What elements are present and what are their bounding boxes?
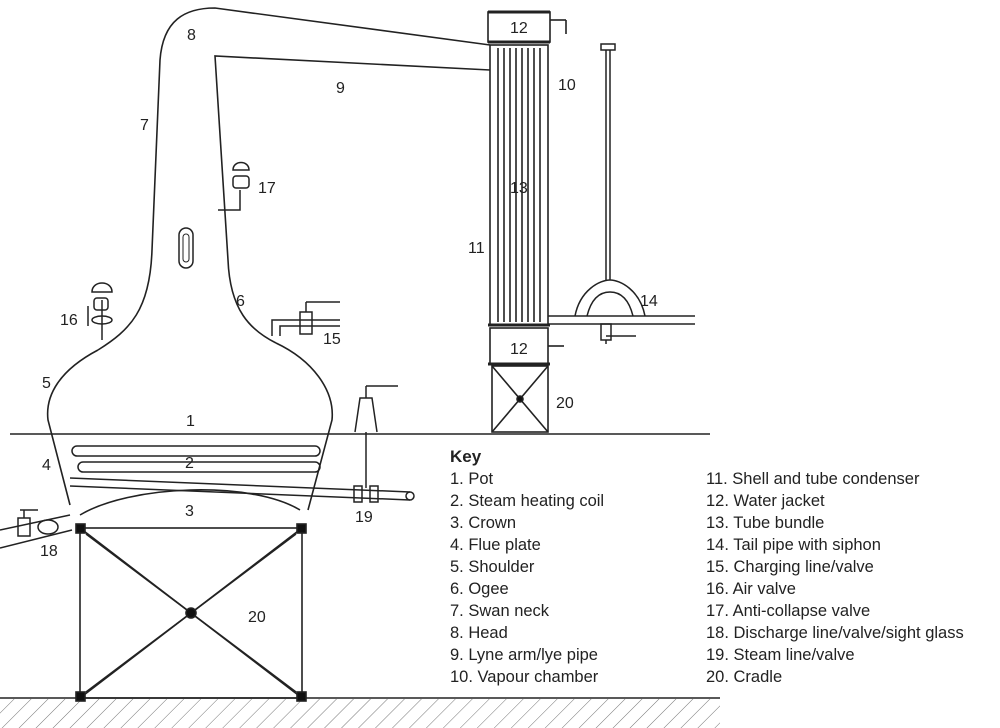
air-valve <box>87 282 113 340</box>
key-item-11: 11. Shell and tube condenser <box>706 470 920 488</box>
key-item-1: 1. Pot <box>450 470 494 488</box>
pot-still <box>46 7 491 516</box>
callout-19: 19 <box>355 509 373 526</box>
callout-12-top: 12 <box>510 20 528 37</box>
condenser <box>487 10 567 433</box>
key-item-5: 5. Shoulder <box>450 558 535 576</box>
callout-18: 18 <box>40 543 58 560</box>
callout-7: 7 <box>140 117 149 134</box>
steam-line <box>354 385 398 488</box>
key-item-9: 9. Lyne arm/lye pipe <box>450 646 598 664</box>
neck-sight-glass <box>178 227 194 269</box>
callout-8: 8 <box>187 27 196 44</box>
key-item-6: 6. Ogee <box>450 580 509 598</box>
callout-4: 4 <box>42 457 51 474</box>
callout-labels: 1 2 3 4 5 6 7 8 9 10 11 12 12 13 14 15 1… <box>40 20 658 626</box>
tail-pipe <box>548 43 695 344</box>
callout-20-pot: 20 <box>248 609 266 626</box>
key-item-12: 12. Water jacket <box>706 492 825 510</box>
key-item-10: 10. Vapour chamber <box>450 668 599 686</box>
key-item-7: 7. Swan neck <box>450 602 550 620</box>
pot-cradle <box>75 523 307 702</box>
callout-10: 10 <box>558 77 576 94</box>
callout-9: 9 <box>336 80 345 97</box>
callout-5: 5 <box>42 375 51 392</box>
callout-11: 11 <box>468 240 485 257</box>
charging-line <box>271 301 340 336</box>
key-item-18: 18. Discharge line/valve/sight glass <box>706 624 964 642</box>
key-item-8: 8. Head <box>450 624 508 642</box>
key-item-4: 4. Flue plate <box>450 536 541 554</box>
key-item-13: 13. Tube bundle <box>706 514 825 532</box>
key-column-1: Key 1. Pot 2. Steam heating coil 3. Crow… <box>450 446 604 688</box>
callout-15: 15 <box>323 331 341 348</box>
key-item-14: 14. Tail pipe with siphon <box>706 536 881 554</box>
anti-collapse-valve <box>218 161 250 211</box>
callout-13: 13 <box>510 180 528 197</box>
key-item-16: 16. Air valve <box>706 580 796 598</box>
discharge-line <box>0 509 73 549</box>
callout-20-condenser: 20 <box>556 395 574 412</box>
key-item-15: 15. Charging line/valve <box>706 558 874 576</box>
key-item-20: 20. Cradle <box>706 668 783 686</box>
key-item-2: 2. Steam heating coil <box>450 492 605 510</box>
key-title: Key <box>450 447 482 466</box>
key-item-3: 3. Crown <box>450 514 517 532</box>
key-item-17: 17. Anti-collapse valve <box>706 602 871 620</box>
key-column-2: 11. Shell and tube condenser 12. Water j… <box>706 468 964 688</box>
callout-12-bottom: 12 <box>510 341 528 358</box>
callout-3: 3 <box>185 503 194 520</box>
key-item-19: 19. Steam line/valve <box>706 646 855 664</box>
ground <box>0 697 720 728</box>
callout-16: 16 <box>60 312 78 329</box>
steam-heating-coil <box>69 445 415 503</box>
callout-1: 1 <box>186 413 195 430</box>
callout-17: 17 <box>258 180 276 197</box>
callout-2: 2 <box>185 455 194 472</box>
callout-6: 6 <box>236 293 245 310</box>
callout-14: 14 <box>640 293 658 310</box>
